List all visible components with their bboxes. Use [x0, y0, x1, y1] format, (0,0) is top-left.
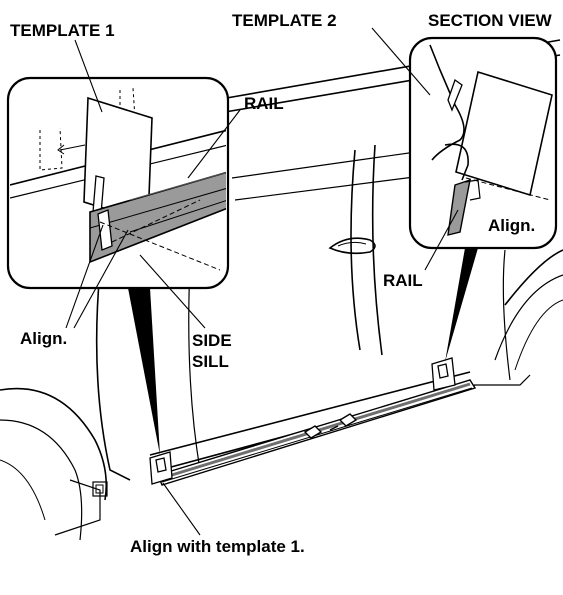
rail-detail-label: RAIL: [244, 94, 284, 113]
template-1-on-vehicle: [149, 451, 173, 485]
align-with-template-label: Align with template 1.: [130, 537, 305, 556]
section-view-label: SECTION VIEW: [428, 11, 552, 30]
template-1-label: TEMPLATE 1: [10, 21, 115, 40]
side-sill-rail: [157, 379, 477, 486]
align-section-label: Align.: [488, 216, 536, 235]
detail-pointer-wedge: [128, 288, 160, 455]
section-view-box: [408, 36, 558, 250]
section-pointer-wedge: [445, 248, 478, 362]
side-sill-label-line2: SILL: [192, 352, 229, 371]
side-sill-label-line1: SIDE: [192, 331, 232, 350]
align-detail-label: Align.: [20, 329, 68, 348]
rail-section-label: RAIL: [383, 271, 423, 290]
leader-lines: [65, 27, 459, 536]
detail-view-box: [6, 76, 230, 290]
template-2-on-vehicle: [431, 357, 456, 391]
template-2-label: TEMPLATE 2: [232, 11, 337, 30]
